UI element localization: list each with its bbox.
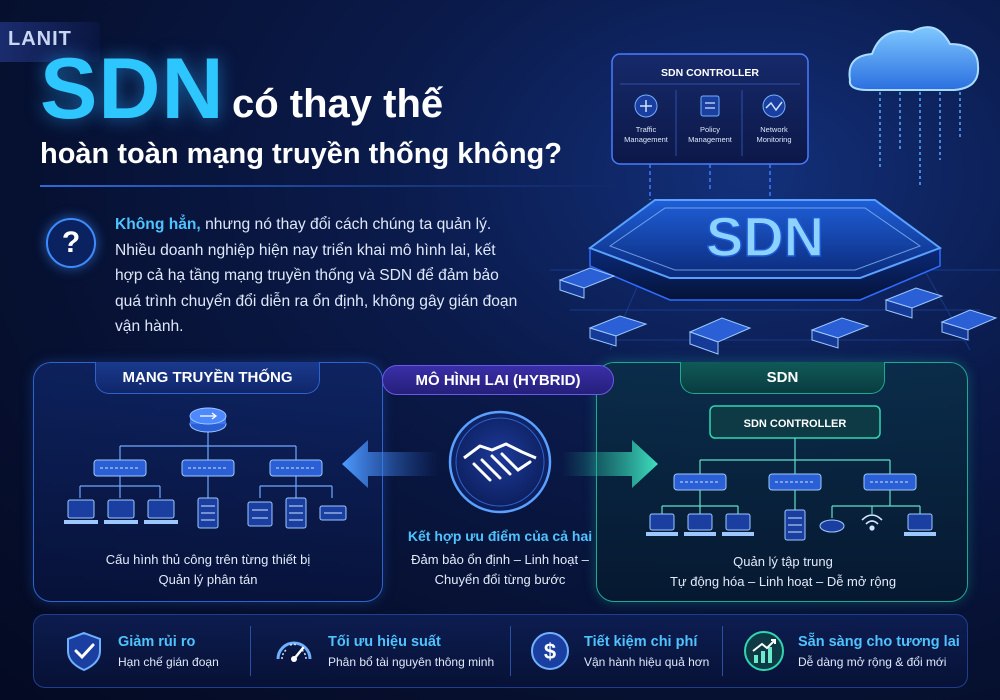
shield-check-icon — [67, 631, 101, 672]
hybrid-caption: Đảm bảo ổn định – Linh hoạt – Chuyển đổi… — [380, 550, 620, 590]
computer-icon — [104, 499, 138, 524]
benefit-future: Sẵn sàng cho tương lai Dễ dàng mở rộng &… — [742, 614, 960, 688]
benefit-performance-title: Tối ưu hiệu suất — [328, 633, 441, 650]
benefits-strip — [33, 614, 968, 688]
arrow-right-icon — [562, 440, 658, 488]
benefit-future-desc: Dễ dàng mở rộng & đổi mới — [798, 654, 947, 669]
server-icon — [197, 497, 219, 529]
sdn-controller-label: SDN CONTROLLER — [744, 418, 847, 430]
switch-icon — [269, 459, 323, 477]
speedometer-icon — [276, 641, 312, 662]
server-icon — [285, 497, 307, 529]
sdn-caption-line1: Quản lý tập trung — [733, 554, 833, 569]
switch-icon — [558, 267, 616, 299]
benefit-cost-desc: Vận hành hiệu quả hơn — [584, 654, 710, 669]
cloud-icon — [848, 26, 980, 185]
benefit-separator — [722, 626, 723, 676]
benefit-separator — [250, 626, 251, 676]
policy-icon — [700, 95, 720, 117]
hero-controller-title: SDN CONTROLLER — [661, 67, 759, 79]
switch-icon — [588, 315, 648, 347]
growth-chart-icon — [744, 631, 784, 671]
switch-icon — [319, 505, 347, 521]
svg-text:$: $ — [544, 639, 556, 664]
traffic-icon — [634, 94, 658, 118]
sdn-controller-panel: SDN CONTROLLER Traffic Management Policy… — [611, 53, 809, 165]
server-icon — [784, 509, 806, 541]
logo-text: LANIT — [8, 28, 72, 50]
switch-icon — [810, 317, 870, 349]
wifi-icon — [861, 514, 883, 531]
benefit-separator — [510, 626, 511, 676]
traditional-network-diagram — [64, 407, 347, 529]
computer-icon — [722, 513, 754, 536]
monitoring-icon — [762, 94, 786, 118]
benefit-risk-desc: Hạn chế gián đoạn — [118, 654, 219, 669]
router-icon — [819, 519, 845, 533]
hybrid-subtitle: Kết hợp ưu điểm của cả hai — [407, 528, 593, 544]
benefit-performance-desc: Phân bổ tài nguyên thông minh — [328, 654, 495, 669]
module-traffic-line2: Management — [624, 135, 669, 144]
computer-icon — [64, 499, 98, 524]
benefit-risk-title: Giảm rủi ro — [118, 633, 196, 650]
question-mark-glyph: ? — [61, 226, 81, 259]
headline-divider — [40, 185, 620, 187]
hybrid-model-title: MÔ HÌNH LAI (HYBRID) — [382, 365, 614, 395]
router-icon — [189, 407, 227, 433]
sdn-platform: SDN — [587, 199, 943, 301]
answer-highlight: Không hẳn, — [115, 216, 201, 233]
headline-rest: có thay thế — [232, 82, 444, 126]
sdn-panel-title: SDN — [680, 362, 885, 394]
sdn-caption: Quản lý tập trung Tự động hóa – Linh hoạ… — [610, 552, 956, 592]
benefit-future-title: Sẵn sàng cho tương lai — [798, 633, 960, 650]
answer-paragraph: Không hẳn, nhưng nó thay đổi cách chúng … — [115, 212, 525, 340]
module-monitoring-line2: Monitoring — [756, 135, 791, 144]
switch-icon — [768, 473, 822, 491]
server-icon — [247, 501, 273, 527]
question-mark-icon: ? — [46, 218, 96, 268]
switch-icon — [863, 473, 917, 491]
arrow-left-icon — [342, 440, 438, 488]
traditional-network-title: MẠNG TRUYỀN THỐNG — [95, 362, 320, 394]
traditional-caption-line2: Quản lý phân tán — [158, 572, 258, 587]
switch-icon — [884, 287, 944, 319]
benefit-performance: Tối ưu hiệu suất Phân bổ tài nguyên thôn… — [272, 614, 494, 688]
sdn-network-diagram: SDN CONTROLLER — [646, 405, 936, 541]
benefit-risk: Giảm rủi ro Hạn chế gián đoạn — [62, 614, 219, 688]
module-policy-line1: Policy — [700, 125, 720, 134]
logo-badge — [0, 22, 100, 62]
computer-icon — [904, 513, 936, 536]
module-monitoring-line1: Network — [760, 125, 788, 134]
computer-icon — [144, 499, 178, 524]
sdn-hero-illustration: SDN CONTROLLER Traffic Management Policy… — [550, 26, 1000, 355]
traditional-caption: Cấu hình thủ công trên từng thiết bị Quả… — [50, 550, 366, 590]
switch-icon — [673, 473, 727, 491]
headline-sub: hoàn toàn mạng truyền thống không? — [40, 138, 562, 170]
switch-icon — [181, 459, 235, 477]
dollar-icon: $ — [531, 632, 569, 670]
module-traffic-line1: Traffic — [636, 125, 657, 134]
hybrid-caption-line1: Đảm bảo ổn định – Linh hoạt – — [411, 552, 589, 567]
answer-body: nhưng nó thay đổi cách chúng ta quản lý.… — [115, 216, 518, 335]
hybrid-graphic — [342, 410, 658, 514]
switch-icon — [688, 317, 752, 355]
module-policy-line2: Management — [688, 135, 733, 144]
computer-icon — [646, 513, 678, 536]
benefit-cost-title: Tiết kiệm chi phí — [584, 633, 698, 650]
switch-icon — [93, 459, 147, 477]
headline-sdn: SDN — [40, 41, 225, 137]
handshake-icon — [448, 410, 552, 514]
traditional-caption-line1: Cấu hình thủ công trên từng thiết bị — [105, 552, 311, 567]
switch-icon — [940, 309, 998, 341]
sdn-caption-line2: Tự động hóa – Linh hoạt – Dễ mở rộng — [669, 574, 897, 589]
computer-icon — [684, 513, 716, 536]
hybrid-caption-line2: Chuyển đổi từng bước — [434, 572, 566, 587]
platform-sdn-text: SDN — [706, 205, 824, 268]
benefit-cost: $ Tiết kiệm chi phí Vận hành hiệu quả hơ… — [528, 614, 709, 688]
